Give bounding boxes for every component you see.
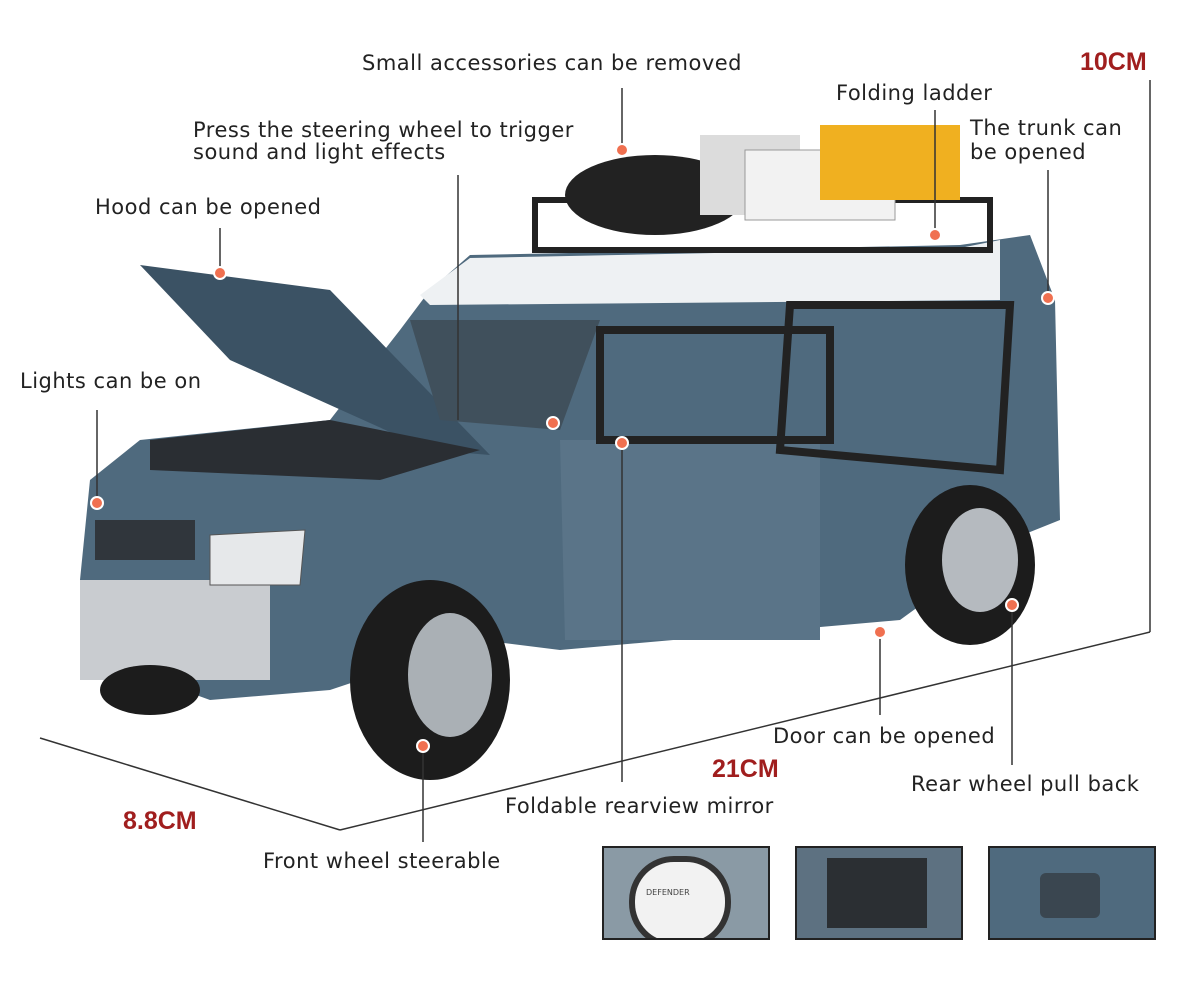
car-model	[80, 125, 1060, 780]
dimension-lines	[39, 80, 1151, 831]
callout-lines	[96, 88, 1049, 842]
label-accessories: Small accessories can be removed	[362, 51, 743, 75]
label-steering-2: sound and light effects	[193, 140, 446, 164]
label-rear-wheel: Rear wheel pull back	[911, 772, 1140, 796]
thumbnail-text: DEFENDER	[646, 888, 690, 897]
label-hood: Hood can be opened	[95, 195, 322, 219]
dimension-height: 10CM	[1080, 48, 1147, 76]
label-steering-1: Press the steering wheel to trigger	[193, 118, 574, 142]
dimension-width: 8.8CM	[123, 807, 197, 835]
thumbnail-fuel-cap	[988, 846, 1156, 940]
label-door: Door can be opened	[773, 724, 996, 748]
label-ladder: Folding ladder	[836, 81, 993, 105]
label-trunk-1: The trunk can	[970, 116, 1123, 140]
label-lights: Lights can be on	[20, 369, 202, 393]
label-mirror: Foldable rearview mirror	[505, 794, 774, 818]
thumbnail-tow-hook	[795, 846, 963, 940]
label-front-wheel: Front wheel steerable	[263, 849, 501, 873]
callout-dots	[90, 143, 1055, 753]
dimension-length: 21CM	[712, 755, 779, 783]
thumbnail-spare-wheel: DEFENDER	[602, 846, 770, 940]
label-trunk-2: be opened	[970, 140, 1087, 164]
